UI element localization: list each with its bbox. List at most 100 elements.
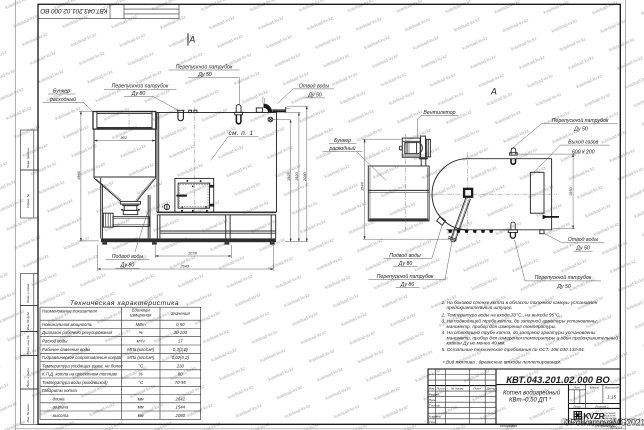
svg-text:Температура уходящих газов, не: Температура уходящих газов, не более bbox=[42, 363, 123, 368]
svg-text:©PolikarpovaMG2021: ©PolikarpovaMG2021 bbox=[561, 416, 642, 426]
svg-text:- ширина: - ширина bbox=[50, 405, 69, 410]
svg-text:Разраб.: Разраб. bbox=[429, 392, 440, 396]
svg-text:Аркуша: Аркуша bbox=[610, 425, 622, 429]
svg-text:Ду 50: Ду 50 bbox=[197, 72, 212, 78]
svg-text:1966: 1966 bbox=[76, 171, 81, 180]
svg-text:1078: 1078 bbox=[188, 250, 197, 255]
svg-text:5. Остальные технические треб: 5. Остальные технические требования по О… bbox=[442, 347, 585, 352]
svg-text:КВТ.043.201.02.000 ВО: КВТ.043.201.02.000 ВО bbox=[506, 374, 610, 385]
svg-text:°С: °С bbox=[138, 380, 144, 385]
svg-text:KVZR: KVZR bbox=[583, 411, 605, 421]
svg-text:Отвод воды: Отвод воды bbox=[568, 237, 598, 243]
svg-text:Лист: Лист bbox=[572, 404, 581, 408]
svg-text:Формат А3: Формат А3 bbox=[597, 424, 616, 428]
svg-text:манометр, прибор для измерения: манометр, прибор для измерения температу… bbox=[447, 334, 619, 340]
svg-text:°С: °С bbox=[138, 363, 144, 368]
svg-text:0,50: 0,50 bbox=[176, 322, 185, 327]
svg-text:3. На подводящей трубе котла,: 3. На подводящей трубе котла, до запорно… bbox=[442, 318, 599, 324]
svg-text:Ду 80: Ду 80 bbox=[398, 261, 413, 267]
svg-text:%: % bbox=[139, 372, 143, 377]
svg-text:0,02(0,2): 0,02(0,2) bbox=[172, 355, 190, 360]
svg-text:Пров.: Пров. bbox=[429, 398, 437, 402]
svg-text:Лит.: Лит. bbox=[573, 386, 581, 390]
svg-text:Перв. примен.: Перв. примен. bbox=[26, 147, 30, 168]
svg-text:Ду 50: Ду 50 bbox=[307, 92, 322, 98]
svg-text:Выход газов: Выход газов bbox=[568, 139, 599, 145]
svg-text:клапан Ду не менее 40 мм.: клапан Ду не менее 40 мм. bbox=[447, 341, 506, 346]
svg-text:расходный: расходный bbox=[49, 96, 76, 103]
svg-text:МПа (кгс/см²): МПа (кгс/см²) bbox=[127, 347, 155, 352]
svg-text:902: 902 bbox=[121, 135, 128, 140]
svg-text:Бункер: Бункер bbox=[53, 88, 70, 94]
svg-text:Перепускной патрубок: Перепускной патрубок bbox=[535, 274, 592, 281]
svg-text:1650: 1650 bbox=[568, 187, 573, 196]
svg-text:Подп. и дата: Подп. и дата bbox=[26, 368, 30, 388]
svg-text:Техническая характеристика: Техническая характеристика bbox=[70, 300, 179, 307]
svg-text:Утв.: Утв. bbox=[429, 420, 436, 424]
svg-text:230: 230 bbox=[176, 363, 185, 368]
svg-text:Масштаб: Масштаб bbox=[605, 386, 619, 390]
svg-text:Н.контр.: Н.контр. bbox=[429, 414, 442, 418]
svg-text:Отвод воды: Отвод воды bbox=[299, 83, 329, 89]
svg-text:Номинальная мощность: Номинальная мощность bbox=[42, 322, 93, 327]
svg-text:1920: 1920 bbox=[294, 172, 299, 181]
svg-text:- высота: - высота bbox=[50, 413, 69, 418]
svg-text:2. Температура воды на входе: 2. Температура воды на входе 70°С., на в… bbox=[441, 312, 561, 317]
svg-text:Ду 80: Ду 80 bbox=[131, 91, 146, 97]
svg-text:КОТЕЛЬНЫЙ: КОТЕЛЬНЫЙ bbox=[602, 412, 616, 415]
svg-text:0,3(3,0): 0,3(3,0) bbox=[173, 347, 188, 352]
svg-text:Наименование показателя: Наименование показателя bbox=[42, 309, 98, 314]
svg-text:Перепускной патрубок: Перепускной патрубок bbox=[112, 83, 169, 90]
svg-text:Единицы: Единицы bbox=[132, 308, 151, 313]
svg-text:мм: мм bbox=[138, 396, 144, 401]
svg-text:Инв. № дубл.: Инв. № дубл. bbox=[26, 311, 30, 330]
svg-text:А: А bbox=[188, 34, 195, 44]
svg-text:№ докум.: № докум. bbox=[451, 387, 464, 391]
svg-text:Подп.: Подп. bbox=[473, 387, 481, 391]
svg-text:Бункер: Бункер bbox=[334, 138, 351, 144]
svg-text:4. На отводящей трубе котла,: 4. На отводящей трубе котла, до запорной… bbox=[442, 329, 598, 335]
svg-text:1925: 1925 bbox=[286, 172, 291, 181]
svg-text:1. На боковой стенке котла в: 1. На боковой стенке котла в области топ… bbox=[442, 299, 598, 305]
svg-text:Перепускной патрубок: Перепускной патрубок bbox=[377, 273, 434, 280]
svg-text:КВт -0,50 ДП *: КВт -0,50 ДП * bbox=[509, 397, 552, 403]
svg-text:Листов 1: Листов 1 bbox=[594, 404, 609, 408]
svg-text:Перепускной патрубок: Перепускной патрубок bbox=[552, 117, 609, 124]
svg-text:1544: 1544 bbox=[176, 405, 186, 410]
svg-text:80: 80 bbox=[178, 372, 183, 377]
svg-text:Рабочее давление воды: Рабочее давление воды bbox=[42, 347, 91, 352]
svg-text:Температура воды (вход/выход): Температура воды (вход/выход) bbox=[42, 380, 108, 385]
svg-text:предохранительный штуцер.: предохранительный штуцер. bbox=[447, 304, 513, 310]
svg-text:Подп. и дата: Подп. и дата bbox=[26, 283, 30, 303]
svg-text:манометр, прибор для измерения: манометр, прибор для измерения температу… bbox=[447, 324, 557, 329]
svg-text:Ду 50: Ду 50 bbox=[573, 127, 588, 133]
svg-text:Подвод воды: Подвод воды bbox=[112, 254, 144, 260]
svg-text:см. п. 1: см. п. 1 bbox=[229, 130, 254, 137]
svg-text:©PolikarpovaMG2021: ©PolikarpovaMG2021 bbox=[564, 417, 644, 427]
svg-text:МВт: МВт bbox=[136, 322, 146, 327]
svg-text:2080: 2080 bbox=[175, 413, 186, 418]
svg-text:КВТ.043.201.02.000 ВО: КВТ.043.201.02.000 ВО bbox=[40, 7, 107, 14]
svg-text:К.П.Д. котла на проектном топл: К.П.Д. котла на проектном топливе bbox=[42, 372, 118, 377]
svg-text:Дата: Дата bbox=[486, 387, 495, 391]
svg-text:2080: 2080 bbox=[302, 172, 307, 182]
svg-text:2643: 2643 bbox=[180, 263, 190, 268]
svg-text:%: % bbox=[139, 330, 143, 335]
svg-text:• Вид топлива : древесные отх: • Вид топлива : древесные отходы пеллети… bbox=[443, 359, 561, 364]
svg-text:Диапазон рабочего регулировани: Диапазон рабочего регулирования bbox=[41, 330, 113, 335]
svg-text:расходный: расходный bbox=[328, 145, 355, 152]
svg-text:Котел водогрейный: Котел водогрейный bbox=[503, 390, 561, 397]
svg-text:Изм: Изм bbox=[429, 387, 435, 391]
svg-text:17: 17 bbox=[178, 339, 183, 344]
svg-text:А: А bbox=[490, 86, 497, 96]
svg-text:Гидравлическое сопротивление к: Гидравлическое сопротивление котла bbox=[42, 355, 122, 360]
svg-text:Ду 50: Ду 50 bbox=[575, 246, 590, 252]
svg-text:Перепускной патрубок: Перепускной патрубок bbox=[176, 63, 233, 70]
svg-text:KAZAKHSTAN: KAZAKHSTAN bbox=[602, 417, 617, 420]
svg-text:Справ. №: Справ. № bbox=[26, 193, 30, 208]
svg-text:2642: 2642 bbox=[175, 396, 186, 401]
svg-text:измерения: измерения bbox=[130, 313, 152, 318]
svg-text:Ду 80: Ду 80 bbox=[400, 282, 415, 288]
svg-text:Ду 50: Ду 50 bbox=[556, 284, 571, 290]
svg-text:Масса: Масса bbox=[590, 386, 599, 390]
